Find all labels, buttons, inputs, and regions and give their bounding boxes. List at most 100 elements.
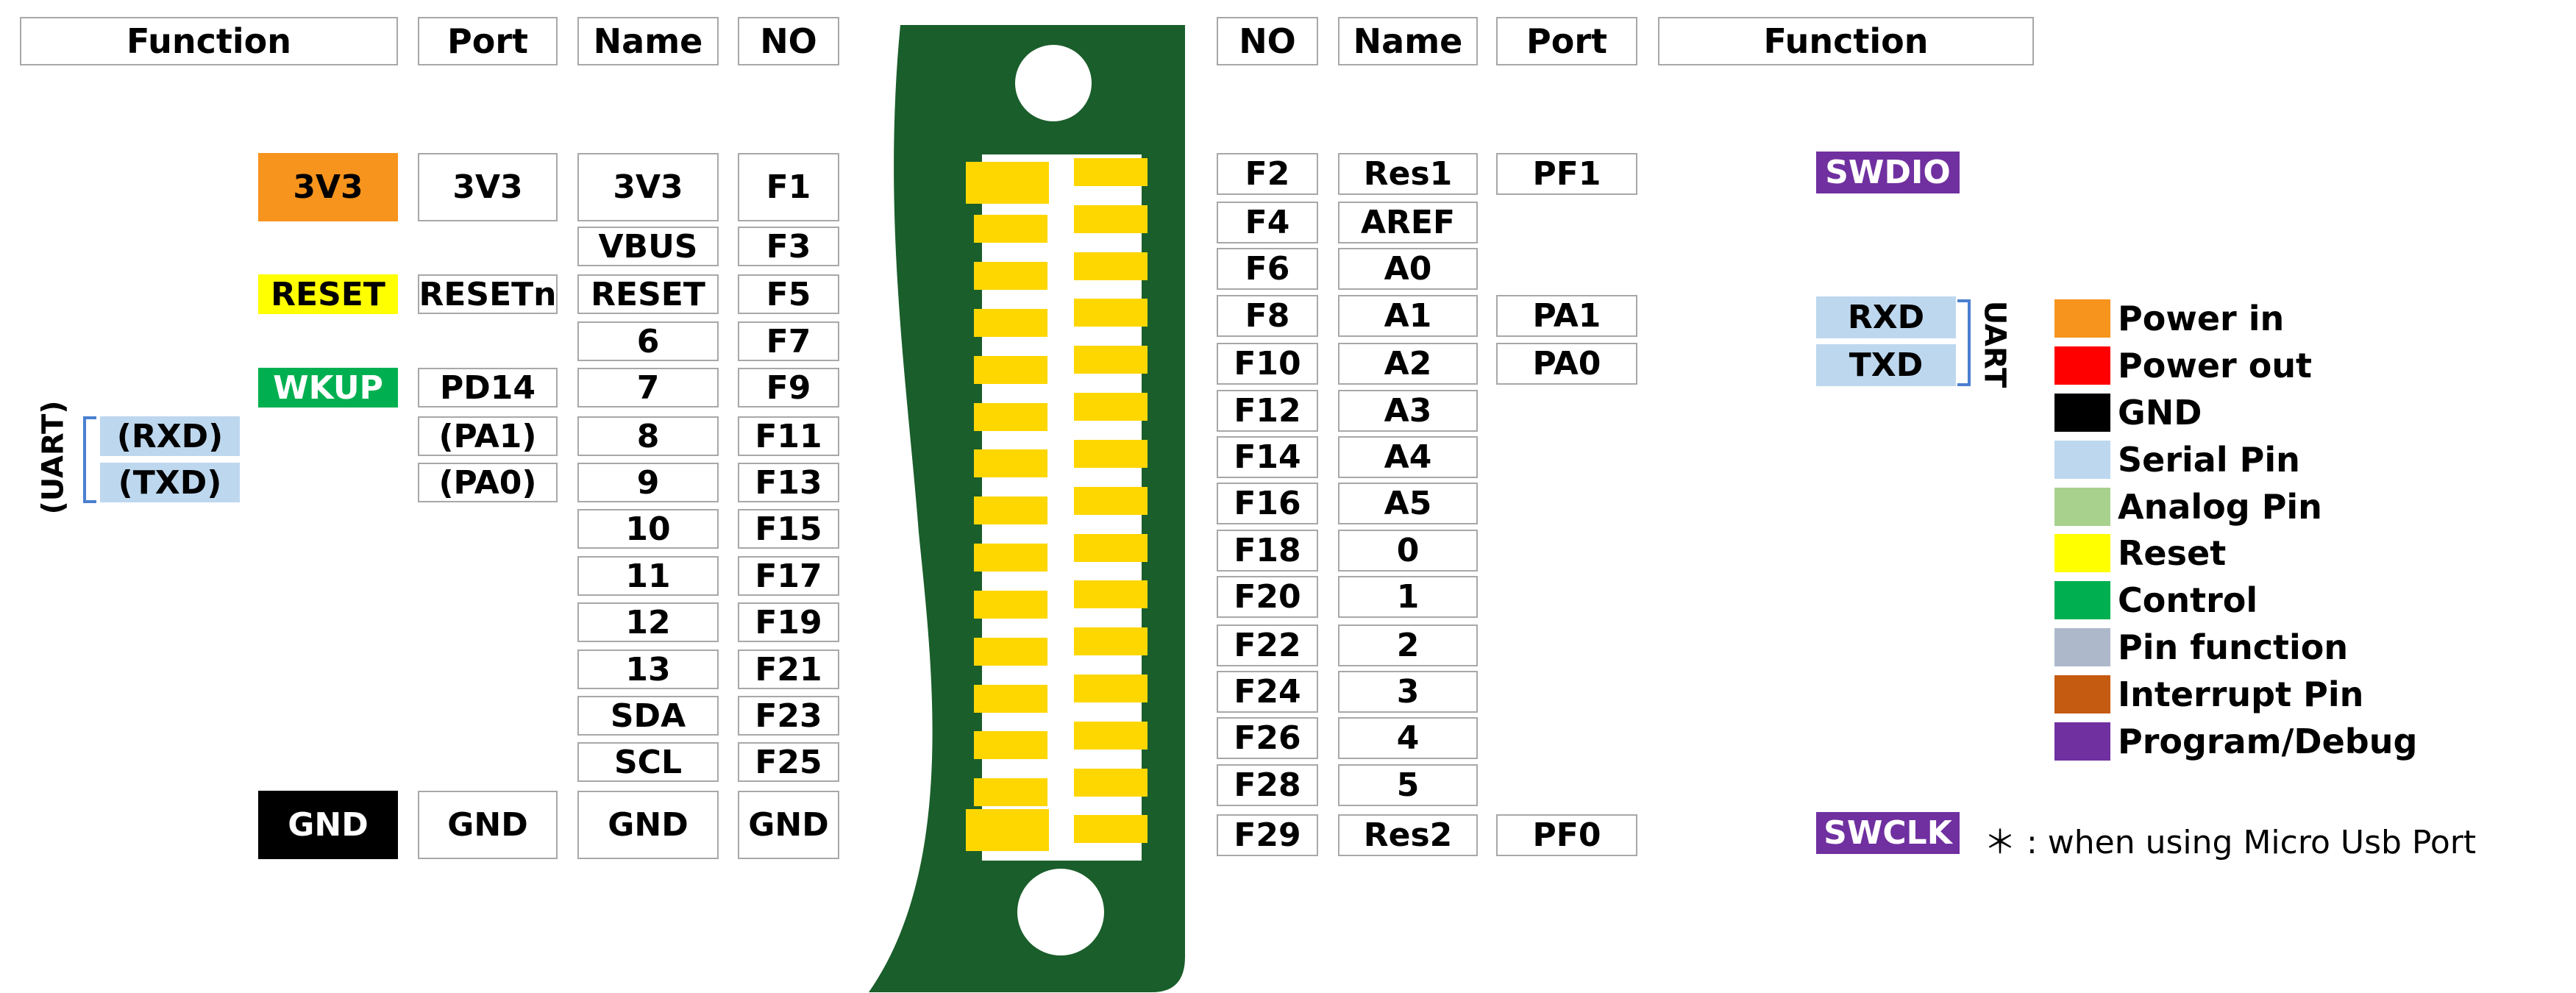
left-pin-name: 9 <box>577 463 719 502</box>
left-pin-name: 13 <box>577 649 719 689</box>
right-pin-no: F22 <box>1217 624 1318 666</box>
right-pin-no: F8 <box>1217 295 1318 337</box>
right-pin-no: F4 <box>1217 202 1318 243</box>
right-pin-name: A1 <box>1338 295 1478 337</box>
connector-pad <box>974 309 1047 337</box>
legend-label: Program/Debug <box>2118 722 2418 761</box>
right-pin-name: Res2 <box>1338 814 1478 856</box>
left-pin-no: F25 <box>738 742 839 782</box>
connector-pad <box>1074 158 1148 186</box>
right-function-swdio: SWDIO <box>1816 152 1960 193</box>
left-pin-name: 12 <box>577 602 719 642</box>
right-pin-no: F26 <box>1217 717 1318 759</box>
left-pin-name: 7 <box>577 368 719 407</box>
legend-swatch <box>2054 299 2110 338</box>
right-pin-no: F24 <box>1217 671 1318 713</box>
connector-pad <box>974 591 1047 619</box>
left-function-reset: RESET <box>258 274 398 314</box>
left-pin-no: F7 <box>738 321 839 361</box>
connector-pad <box>1074 440 1148 468</box>
connector-pad <box>966 162 1049 204</box>
left-pin-name: SCL <box>577 742 719 782</box>
left-pin-name: 8 <box>577 416 719 456</box>
connector-pad <box>1074 769 1148 797</box>
right-uart-bracket <box>1957 299 1971 386</box>
left-function-wkup: WKUP <box>258 368 398 407</box>
left-pin-no: F13 <box>738 463 839 502</box>
connector-pad <box>1074 534 1148 562</box>
right-pin-no: F10 <box>1217 343 1318 385</box>
connector-mount-hole-top <box>1015 45 1092 121</box>
connector-pad <box>974 215 1047 243</box>
legend-label: GND <box>2118 393 2202 433</box>
left-pin-no: F1 <box>738 153 839 221</box>
right-pin-name: A4 <box>1338 436 1478 478</box>
left-pin-name: RESET <box>577 274 719 314</box>
legend-label: Reset <box>2118 533 2227 573</box>
right-pin-no: F18 <box>1217 530 1318 572</box>
left-pin-name: 6 <box>577 321 719 361</box>
connector-pad <box>1074 675 1148 702</box>
legend-swatch <box>2054 675 2110 713</box>
legend-label: Power out <box>2118 346 2313 385</box>
right-pin-port: PF1 <box>1496 153 1637 195</box>
right-pin-no: F28 <box>1217 764 1318 806</box>
connector-pad <box>1074 393 1148 421</box>
connector-pad <box>1074 205 1148 233</box>
left-pin-port: PD14 <box>418 368 558 407</box>
legend-label: Control <box>2118 580 2258 620</box>
connector-pad <box>1074 252 1148 280</box>
left-pin-name: VBUS <box>577 227 719 266</box>
left-pin-no: F3 <box>738 227 839 266</box>
right-pin-name: A2 <box>1338 343 1478 385</box>
left-pin-name: SDA <box>577 696 719 736</box>
left-function-gnd: GND <box>258 791 398 859</box>
right-header-name: Name <box>1338 17 1478 65</box>
connector-pad <box>974 496 1047 524</box>
left-function-txd: (TXD) <box>100 463 240 502</box>
connector-pad <box>974 356 1047 384</box>
right-pin-port: PA1 <box>1496 295 1637 337</box>
connector-pad <box>974 778 1047 806</box>
usb-note: ＊ : when using Micro Usb Port <box>1984 824 2477 861</box>
connector-pad <box>1074 346 1148 374</box>
right-pin-name: 2 <box>1338 624 1478 666</box>
legend-swatch <box>2054 394 2110 432</box>
right-uart-label: UART <box>1977 300 2011 388</box>
right-pin-no: F20 <box>1217 576 1318 618</box>
left-pin-port: 3V3 <box>418 153 558 221</box>
legend-label: Serial Pin <box>2118 440 2300 480</box>
left-pin-no: F23 <box>738 696 839 736</box>
right-pin-name: A3 <box>1338 390 1478 432</box>
left-pin-name: 11 <box>577 556 719 596</box>
left-uart-bracket <box>83 416 96 503</box>
connector-pad <box>974 403 1047 431</box>
right-pin-no: F14 <box>1217 436 1318 478</box>
left-pin-name: GND <box>577 791 719 859</box>
left-function-rxd: (RXD) <box>100 416 240 456</box>
legend-label: Pin function <box>2118 627 2349 667</box>
left-pin-no: GND <box>738 791 839 859</box>
right-pin-name: Res1 <box>1338 153 1478 195</box>
connector-pad <box>1074 487 1148 515</box>
legend-swatch <box>2054 346 2110 385</box>
right-pin-name: 3 <box>1338 671 1478 713</box>
right-pin-no: F16 <box>1217 483 1318 524</box>
right-pin-name: 1 <box>1338 576 1478 618</box>
left-pin-no: F9 <box>738 368 839 407</box>
right-pin-no: F12 <box>1217 390 1318 432</box>
connector-pad <box>966 809 1049 851</box>
right-function-txd: TXD <box>1816 344 1956 386</box>
legend-swatch <box>2054 534 2110 572</box>
left-header-function: Function <box>20 17 398 65</box>
legend-swatch <box>2054 628 2110 666</box>
left-pin-name: 10 <box>577 509 719 549</box>
connector-pad <box>974 638 1047 666</box>
right-pin-name: A5 <box>1338 483 1478 524</box>
left-pin-name: 3V3 <box>577 153 719 221</box>
left-pin-port: (PA0) <box>418 463 558 502</box>
right-pin-no: F2 <box>1217 153 1318 195</box>
legend-label: Power in <box>2118 299 2285 338</box>
